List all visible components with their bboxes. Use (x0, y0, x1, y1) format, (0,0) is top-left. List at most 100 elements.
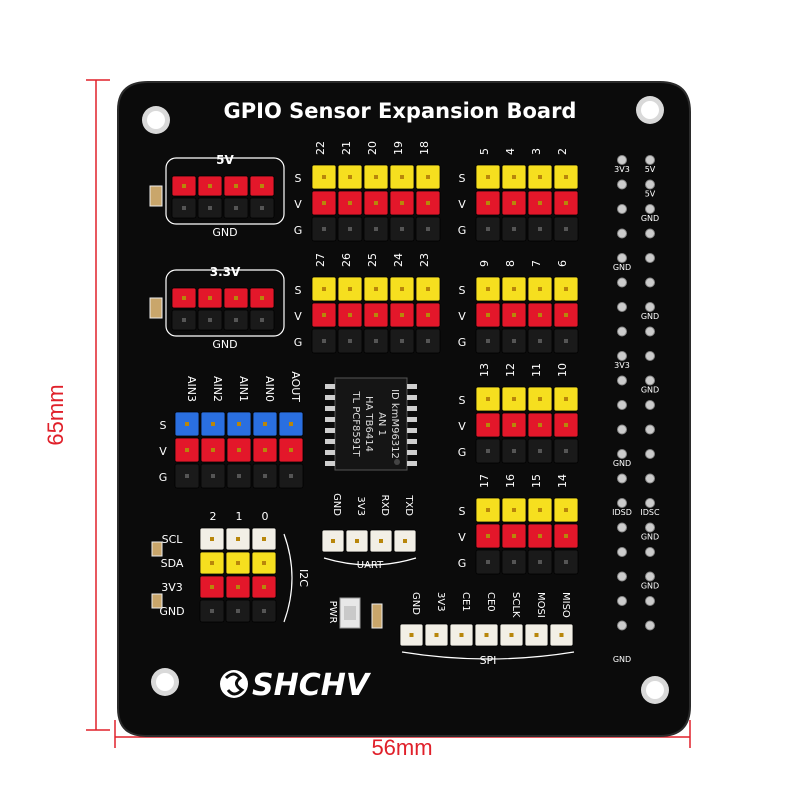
gpio-header-pad (617, 179, 627, 190)
chip-leg (325, 395, 335, 400)
pin-number: 3 (530, 148, 543, 155)
height-dimension-label: 65mm (43, 384, 68, 446)
gpio-header-pad (617, 498, 627, 508)
i2c-row-label: SDA (161, 557, 184, 570)
i2c-row-label: GND (159, 605, 184, 618)
pin-number: 6 (556, 260, 569, 267)
row-letter: V (294, 198, 302, 211)
smd-capacitor (149, 185, 163, 207)
gpio-header-pad (617, 302, 627, 312)
spi-pin-label: MISO (560, 592, 571, 618)
pin-number: 9 (478, 260, 491, 267)
uart-label: UART (357, 560, 384, 571)
chip-leg (407, 395, 417, 400)
chip-marking: HA TB6414 (363, 396, 374, 452)
gpio-header-pad (617, 277, 627, 288)
power-block-outline (165, 157, 285, 225)
gpio-header-pad (645, 179, 655, 190)
chip-leg (407, 450, 417, 455)
gpio-header-pad (645, 253, 655, 263)
gpio-header-pad (645, 228, 655, 239)
power-block-ground-label: GND (212, 338, 237, 351)
smd-capacitor (149, 297, 163, 319)
gpio-header-pad (645, 424, 655, 435)
power-block-label: 5V (216, 153, 234, 167)
uart-bracket (323, 557, 417, 566)
chip-leg (325, 406, 335, 411)
gpio-header-label: 5V (645, 190, 656, 199)
row-letter: S (459, 394, 466, 407)
gpio-header-label: GND (641, 312, 659, 321)
pin-number: 11 (530, 363, 543, 377)
row-letter: G (294, 224, 303, 237)
row-letter: G (458, 557, 467, 570)
spi-bracket (401, 651, 575, 660)
pin-number: 7 (530, 260, 543, 267)
chip-leg (407, 461, 417, 466)
chip-leg (407, 384, 417, 389)
spi-pin-label: MOSI (535, 592, 546, 618)
gpio-header-pad (617, 449, 627, 459)
row-letter: V (294, 310, 302, 323)
gpio-header-pad (645, 571, 655, 582)
gpio-header-pad (617, 473, 627, 484)
gpio-header-label: IDSD (612, 508, 632, 517)
pin-number: 12 (504, 363, 517, 377)
gpio-header-pad (645, 326, 655, 337)
chip-leg (407, 406, 417, 411)
spi-label: SPI (480, 654, 497, 667)
gpio-header-pad (617, 424, 627, 435)
gpio-header-pad (645, 155, 655, 165)
pin-number: 4 (504, 148, 517, 155)
gpio-header-pad (617, 522, 627, 533)
adc-chip (334, 377, 408, 471)
gpio-header-pad (617, 571, 627, 582)
board-title: GPIO Sensor Expansion Board (224, 99, 577, 123)
pin-number: 23 (418, 253, 431, 267)
analog-pin-label: AIN2 (211, 376, 224, 402)
pin-number: 22 (314, 141, 327, 155)
pin-number: 16 (504, 474, 517, 488)
pin-number: 17 (478, 474, 491, 488)
gpio-header-label: 5V (645, 165, 656, 174)
gpio-header-pad (645, 277, 655, 288)
gpio-header-pad (645, 449, 655, 459)
uart-pin-label: RXD (379, 495, 390, 517)
analog-pin-label: AIN1 (237, 376, 250, 402)
chip-leg (407, 439, 417, 444)
gpio-header-pad (645, 400, 655, 410)
gpio-header-label: GND (641, 533, 659, 542)
analog-pin-label: AOUT (289, 371, 302, 402)
gpio-header-pad (617, 326, 627, 337)
gpio-header-label: IDSC (640, 508, 660, 517)
spi-pin-label: GND (410, 592, 421, 615)
pin-number: 19 (392, 141, 405, 155)
row-letter: G (458, 224, 467, 237)
gpio-header-label: 3V3 (614, 361, 630, 370)
chip-leg (325, 450, 335, 455)
i2c-bracket (283, 533, 293, 623)
chip-leg (325, 428, 335, 433)
row-letter: G (159, 471, 168, 484)
i2c-number: 2 (210, 510, 217, 523)
pin-number: 24 (392, 253, 405, 267)
analog-pin-label: AIN0 (263, 376, 276, 402)
uart-pin-label: TXD (403, 494, 414, 516)
gpio-header-label: GND (613, 459, 631, 468)
brand-name: SHCHV (252, 668, 372, 703)
analog-pin-label: AIN3 (185, 376, 198, 402)
spi-pin-label: 3V3 (435, 592, 446, 612)
gpio-header-pad (617, 204, 627, 214)
pin-number: 13 (478, 363, 491, 377)
chip-leg (325, 384, 335, 389)
chip-leg (407, 428, 417, 433)
gpio-header-pad (645, 473, 655, 484)
i2c-row-label: SCL (162, 533, 184, 546)
gpio-header-label: GND (641, 582, 659, 591)
gpio-header-pad (645, 620, 655, 631)
pin-number: 27 (314, 253, 327, 267)
pin-number: 25 (366, 253, 379, 267)
chip-leg (325, 417, 335, 422)
row-letter: G (458, 446, 467, 459)
